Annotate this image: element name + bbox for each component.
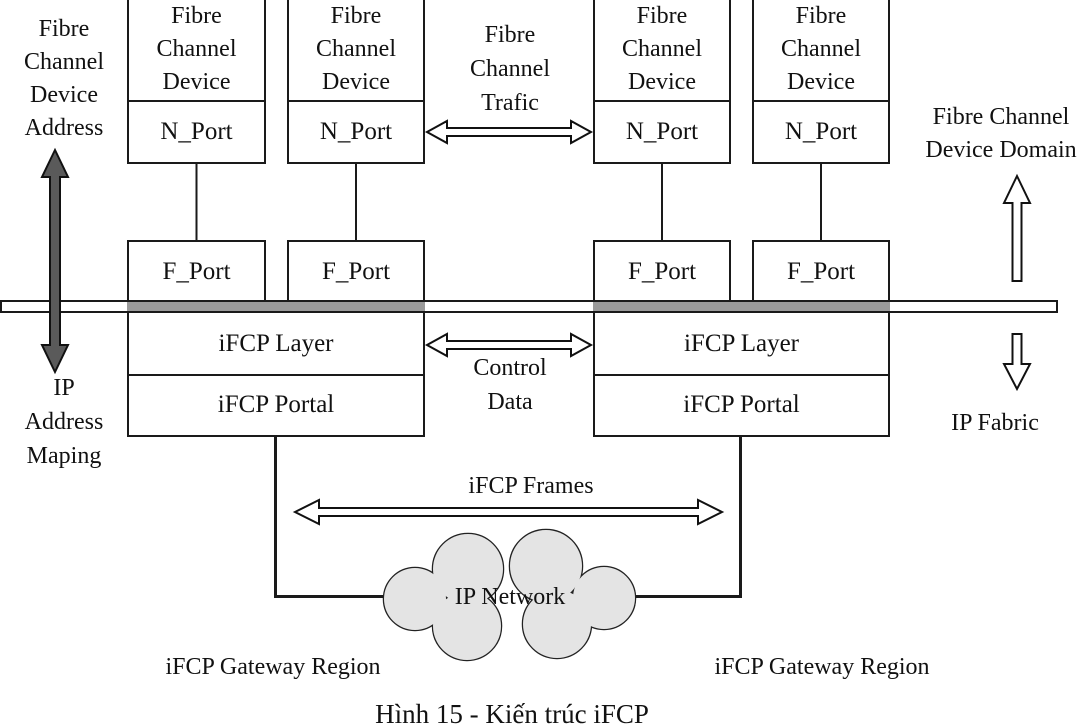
device-title-line: Fibre — [171, 3, 222, 29]
ip-network-label: IP Network — [454, 584, 566, 610]
label-line: Channel — [470, 56, 550, 82]
ip-fabric-label: IP Fabric — [951, 410, 1039, 436]
device-title-line: Device — [322, 69, 390, 95]
label-line: Address — [24, 409, 104, 435]
device-title: Fibre Channel Device — [754, 0, 888, 99]
device-box-2: Fibre Channel Device N_Port — [287, 0, 425, 164]
device-title-line: Device — [628, 69, 696, 95]
label-line: Address — [24, 115, 104, 141]
control-data-label: Control Data — [428, 351, 592, 419]
ip-network-cloud — [382, 528, 637, 662]
label-line: Fibre Channel — [932, 104, 1070, 130]
n-port-label: N_Port — [595, 100, 729, 162]
device-title: Fibre Channel Device — [595, 0, 729, 99]
device-title-line: Channel — [781, 36, 861, 62]
device-title-line: Channel — [622, 36, 702, 62]
device-title-line: Channel — [316, 36, 396, 62]
n-port-label: N_Port — [289, 100, 423, 162]
label-line: Device — [30, 82, 98, 108]
device-domain-up-arrow — [1002, 173, 1032, 282]
label-line: Control — [473, 355, 547, 381]
label-line: Trafic — [481, 90, 539, 116]
device-title-line: Channel — [156, 36, 237, 62]
fc-traffic-arrow — [424, 119, 594, 145]
label-line: Channel — [24, 49, 104, 75]
f-port-box-1: F_Port — [127, 240, 266, 303]
gateway-box-right: iFCP Layer iFCP Portal — [593, 311, 890, 437]
gateway-region-label-left: iFCP Gateway Region — [165, 654, 381, 680]
fc-traffic-label: Fibre Channel Trafic — [428, 18, 592, 120]
label-line: Maping — [26, 443, 102, 469]
address-mapping-arrow — [40, 147, 70, 375]
device-title: Fibre Channel Device — [289, 0, 423, 99]
gateway-box-left: iFCP Layer iFCP Portal — [127, 311, 425, 437]
device-title-line: Fibre — [330, 3, 382, 29]
ifcp-layer-label: iFCP Layer — [683, 330, 800, 357]
gateway-region-label-right: iFCP Gateway Region — [714, 654, 930, 680]
device-title-line: Fibre — [636, 3, 688, 29]
ifcp-frames-arrow — [292, 498, 725, 526]
gateway-stripe-right — [593, 302, 890, 311]
ip-address-mapping-label: IP Address Maping — [6, 371, 122, 473]
figure-caption: Hình 15 - Kiến trúc iFCP — [375, 699, 649, 726]
fc-device-address-label: Fibre Channel Device Address — [6, 13, 122, 145]
connector-portal-cloud-right — [598, 436, 742, 598]
fc-device-domain-label: Fibre Channel Device Domain — [912, 101, 1080, 167]
control-data-arrow — [424, 332, 594, 358]
label-line: Fibre — [38, 16, 90, 42]
device-box-1: Fibre Channel Device N_Port — [127, 0, 266, 164]
n-port-label: N_Port — [129, 100, 264, 162]
ifcp-frames-label: iFCP Frames — [468, 473, 594, 499]
ifcp-portal-label: iFCP Portal — [129, 374, 423, 435]
ip-fabric-down-arrow — [1002, 333, 1032, 392]
connector-portal-cloud-left — [274, 436, 432, 598]
label-line: IP — [53, 375, 75, 401]
device-box-3: Fibre Channel Device N_Port — [593, 0, 731, 164]
label-line: Fibre — [484, 22, 536, 48]
ifcp-portal-label: iFCP Portal — [595, 374, 888, 435]
device-title-line: Device — [787, 69, 855, 95]
n-port-label: N_Port — [754, 100, 888, 162]
label-line: Device Domain — [925, 137, 1077, 163]
ifcp-layer-label: iFCP Layer — [218, 330, 334, 357]
gateway-stripe-left — [127, 302, 425, 311]
device-title-line: Fibre — [795, 3, 847, 29]
device-title-line: Device — [162, 69, 231, 95]
device-box-4: Fibre Channel Device N_Port — [752, 0, 890, 164]
f-port-box-2: F_Port — [287, 240, 425, 303]
device-title: Fibre Channel Device — [129, 0, 264, 99]
label-line: Data — [487, 389, 533, 415]
